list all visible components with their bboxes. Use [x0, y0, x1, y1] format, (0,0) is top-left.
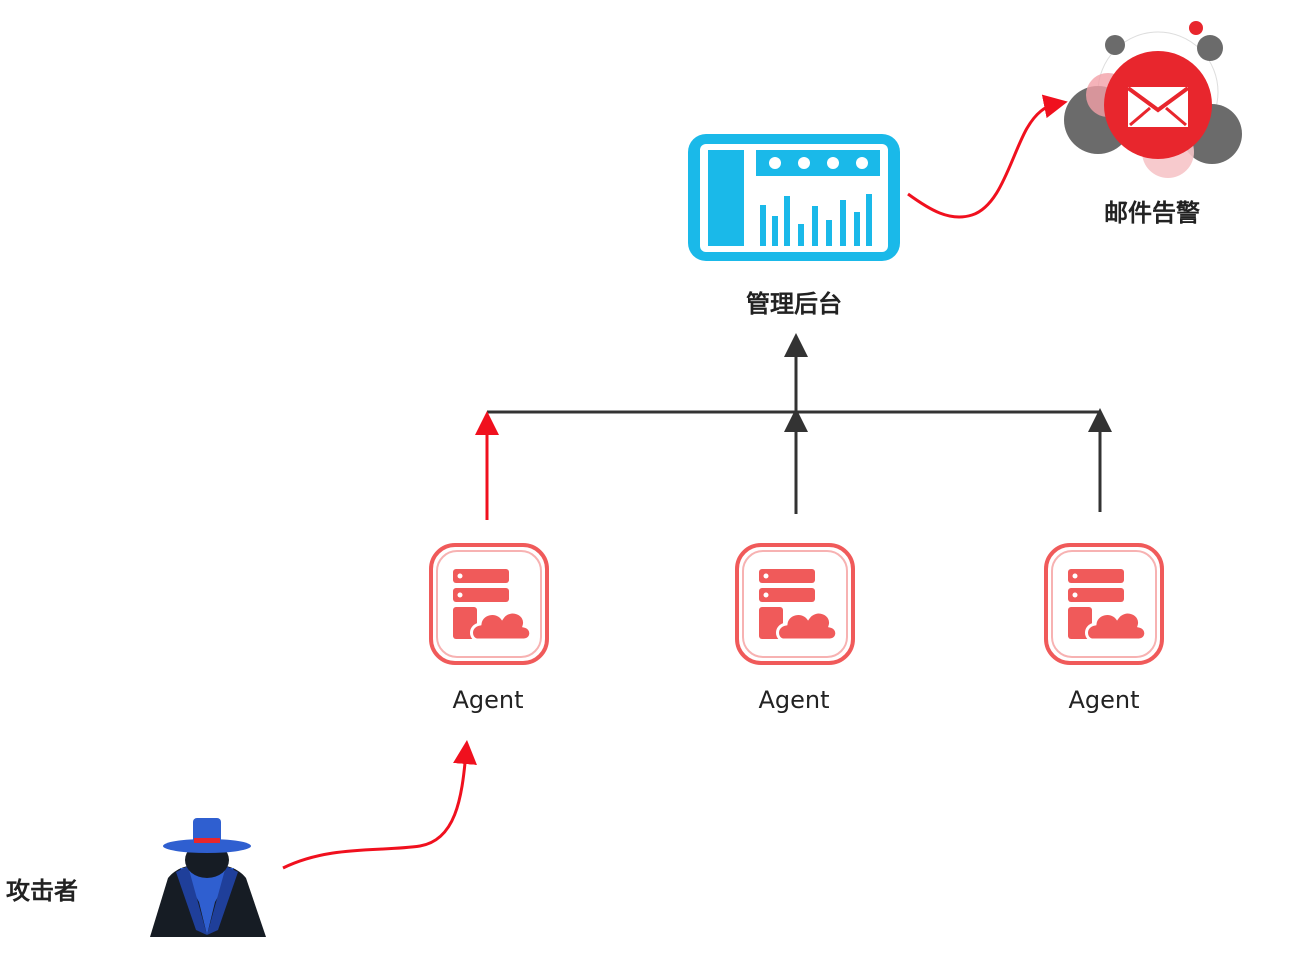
attacker-to-agent-arrow: [282, 740, 477, 870]
dashboard-to-mail-arrow: [907, 94, 1068, 219]
dashboard-icon: [688, 134, 900, 261]
mail-alert-icon: [1064, 21, 1242, 178]
mail-alert-label: 邮件告警: [1104, 199, 1200, 227]
agent-label-3: Agent: [1068, 686, 1140, 714]
agent-icon-3: [1044, 543, 1164, 665]
agent-icon-1: [429, 543, 549, 665]
dashboard-label: 管理后台: [746, 290, 842, 318]
spy-icon: [150, 818, 266, 937]
agent-label-1: Agent: [452, 686, 524, 714]
attacker-label: 攻击者: [6, 877, 78, 905]
agent-label-2: Agent: [758, 686, 830, 714]
agent-icon-2: [735, 543, 855, 665]
